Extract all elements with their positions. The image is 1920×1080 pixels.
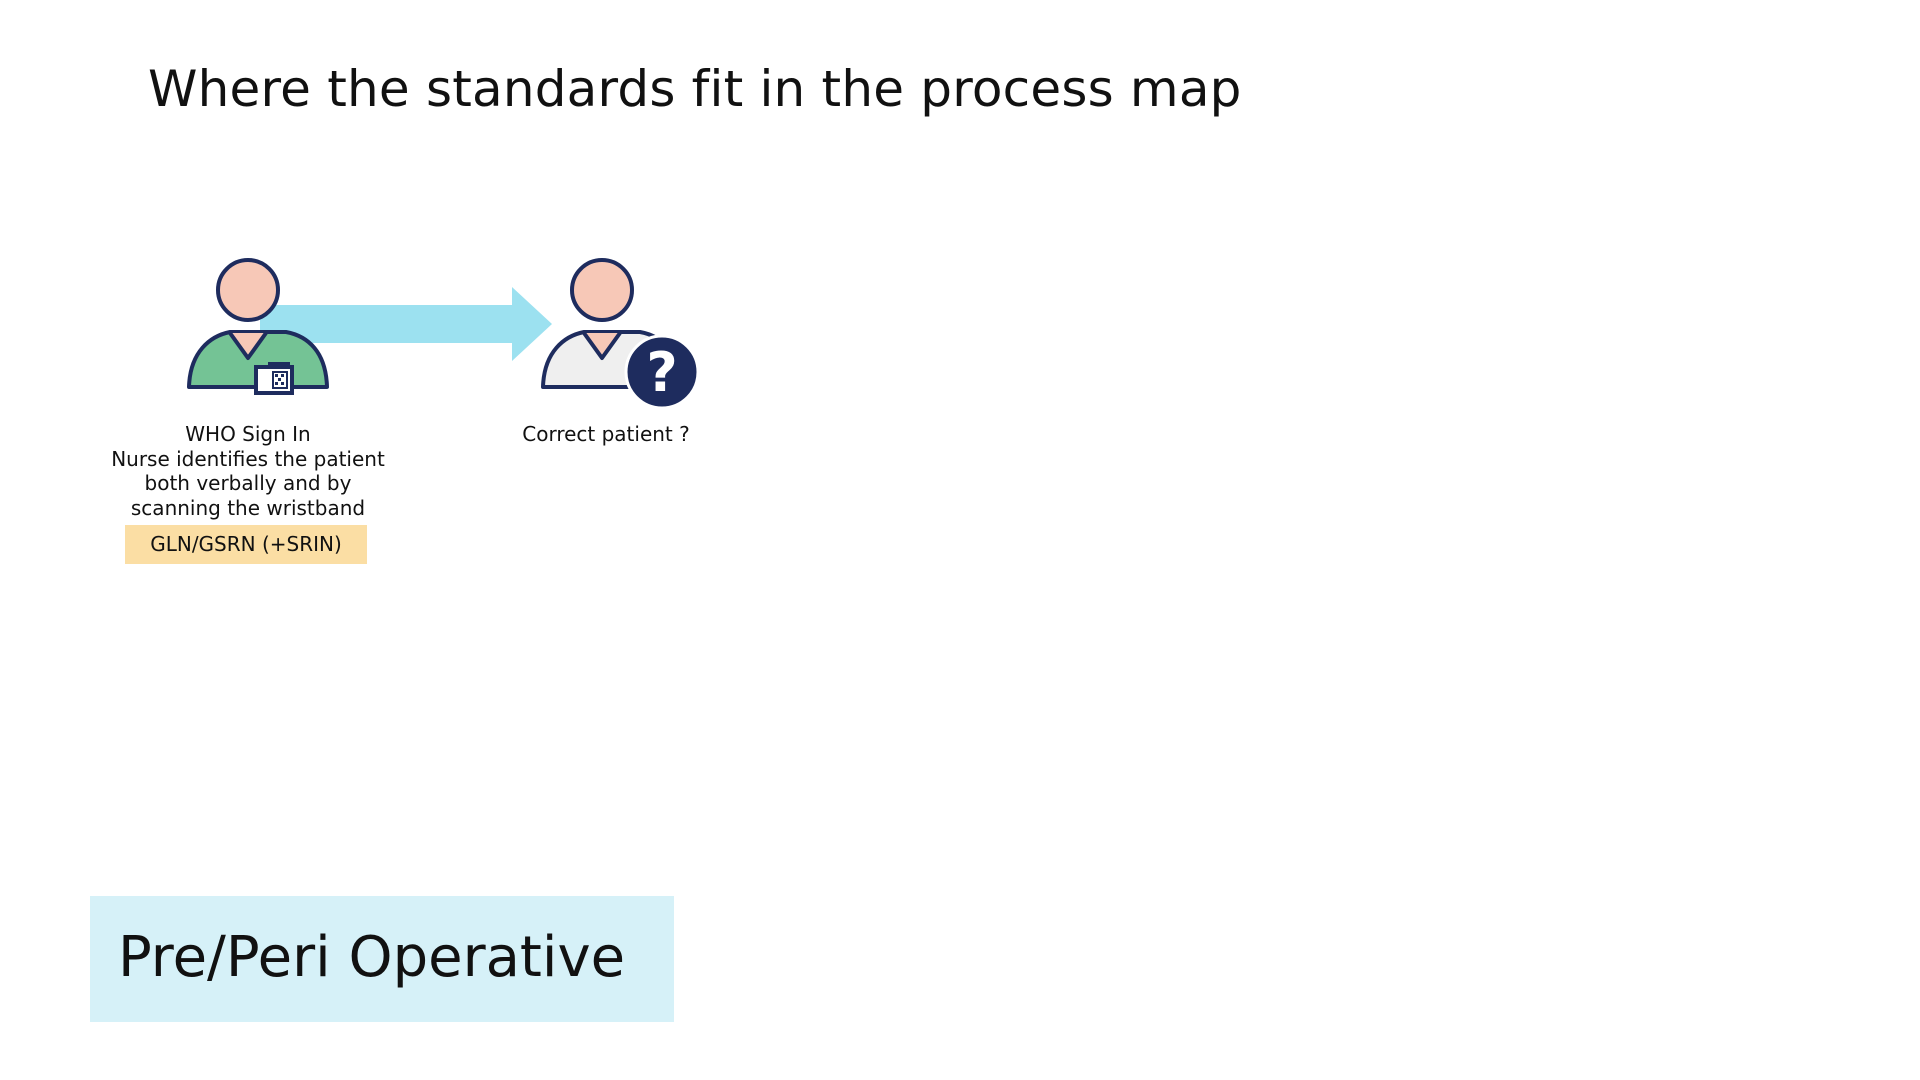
svg-text:?: ? (646, 341, 677, 404)
standard-badge: GLN/GSRN (+SRIN) (125, 525, 367, 564)
step-description-line: Nurse identifies the patient (111, 446, 385, 471)
nurse-with-badge-icon (187, 258, 329, 395)
step-description-line: both verbally and by (144, 471, 352, 495)
slide-title: Where the standards fit in the process m… (148, 60, 1242, 118)
step-description-line: scanning the wristband (130, 495, 366, 520)
patient-question-icon: ? (541, 258, 700, 410)
arrow-right-icon (260, 287, 552, 361)
step-heading: WHO Sign In (185, 422, 311, 446)
step-sign-in-caption: WHO Sign In Nurse identifies the patient… (88, 422, 408, 520)
phase-box: Pre/Peri Operative (90, 896, 674, 1022)
phase-label: Pre/Peri Operative (118, 925, 626, 990)
step-correct-patient-caption: Correct patient ? (522, 422, 690, 446)
